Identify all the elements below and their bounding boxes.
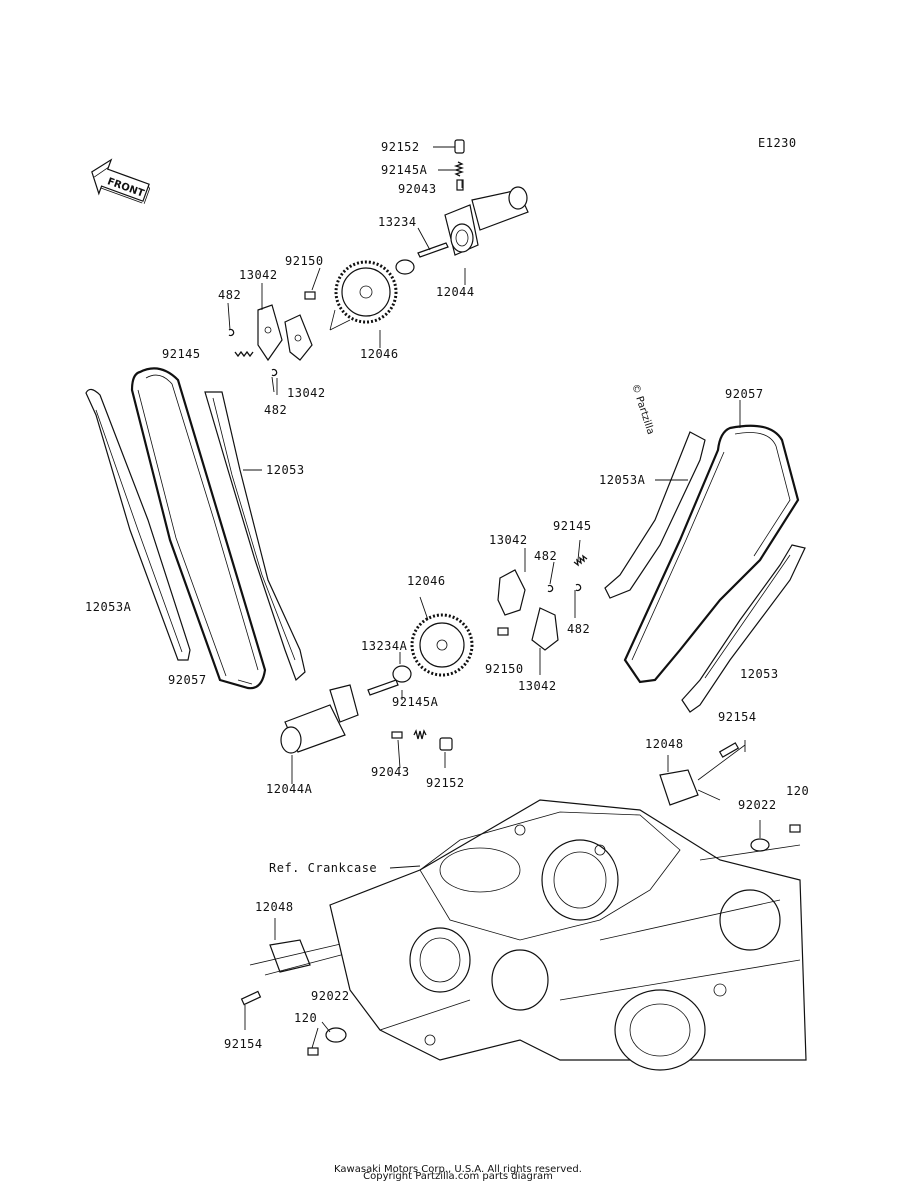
label-13042-mid: 13042 bbox=[287, 386, 326, 400]
label-12044: 12044 bbox=[436, 285, 475, 299]
label-13234A: 13234A bbox=[361, 639, 408, 653]
footer-line-1: Kawasaki Motors Corp., U.S.A. All rights… bbox=[334, 1164, 582, 1175]
part-120-bolt-left bbox=[307, 1047, 319, 1056]
part-92057-chain-left bbox=[130, 367, 267, 690]
part-92150-bolt-top bbox=[304, 291, 316, 300]
part-92145-spring-left bbox=[234, 350, 254, 358]
part-92043-plunger-bot bbox=[391, 731, 403, 739]
part-13042-weight-right-bot bbox=[531, 607, 559, 651]
label-92057-left: 92057 bbox=[168, 673, 207, 687]
label-92154-left: 92154 bbox=[224, 1037, 263, 1051]
tensioner-right bbox=[659, 742, 801, 852]
label-92145A-top: 92145A bbox=[381, 163, 428, 177]
watermark: © Partzilla bbox=[629, 383, 656, 436]
part-13042-weight-right-top bbox=[497, 569, 526, 616]
label-12046-top: 12046 bbox=[360, 347, 399, 361]
part-12053-guide-left bbox=[204, 391, 306, 682]
label-12053A-left: 12053A bbox=[85, 600, 132, 614]
label-92057-right: 92057 bbox=[725, 387, 764, 401]
label-92022-left: 92022 bbox=[311, 989, 350, 1003]
part-92152-cap-bot bbox=[439, 737, 453, 751]
label-13042-right-top: 13042 bbox=[489, 533, 528, 547]
label-12053-left: 12053 bbox=[266, 463, 305, 477]
part-92145-spring-right bbox=[573, 554, 588, 567]
part-482-clip-mid bbox=[271, 368, 278, 377]
label-92152-top: 92152 bbox=[381, 140, 420, 154]
crankcase-block bbox=[329, 799, 807, 1071]
label-92043-top: 92043 bbox=[398, 182, 437, 196]
part-13234A-shaft bbox=[367, 679, 399, 696]
mid-cam-assembly bbox=[280, 554, 588, 754]
part-92022-gasket-left bbox=[325, 1027, 347, 1043]
label-12044A: 12044A bbox=[266, 782, 313, 796]
label-482-mid: 482 bbox=[264, 403, 287, 417]
part-92145A-spring-mid bbox=[413, 729, 427, 740]
label-92145A-mid: 92145A bbox=[392, 695, 439, 709]
label-92150-mid: 92150 bbox=[485, 662, 524, 676]
label-120-right: 120 bbox=[786, 784, 809, 798]
label-92152-bot: 92152 bbox=[426, 776, 465, 790]
footer-line-2: Copyright Partzilla.com parts diagram bbox=[363, 1171, 553, 1182]
label-482-right-top: 482 bbox=[534, 549, 557, 563]
label-12048-left: 12048 bbox=[255, 900, 294, 914]
part-12053A-guide-left bbox=[85, 388, 191, 661]
front-arrow-icon: FRONT bbox=[91, 158, 151, 204]
part-92152-cap-top bbox=[454, 139, 465, 154]
part-13234-shaft bbox=[417, 242, 449, 258]
left-chain-guides bbox=[85, 367, 306, 690]
label-92150-top: 92150 bbox=[285, 254, 324, 268]
label-482-right-mid: 482 bbox=[567, 622, 590, 636]
tensioner-left bbox=[240, 939, 361, 1056]
part-92043-plunger-top bbox=[456, 179, 464, 191]
part-12048-tensioner-right bbox=[659, 769, 699, 806]
label-92043-bot: 92043 bbox=[371, 765, 410, 779]
top-cam-assembly bbox=[228, 139, 529, 377]
label-12046-mid: 12046 bbox=[407, 574, 446, 588]
part-92022-gasket-right bbox=[750, 838, 770, 852]
label-92145-right: 92145 bbox=[553, 519, 592, 533]
label-ref-crankcase: Ref. Crankcase bbox=[269, 861, 377, 875]
part-482-clip-top bbox=[228, 328, 235, 337]
label-92022-right: 92022 bbox=[738, 798, 777, 812]
part-92154-bolt-right bbox=[718, 742, 740, 758]
label-12048-right: 12048 bbox=[645, 737, 684, 751]
label-12053-right: 12053 bbox=[740, 667, 779, 681]
label-13042-top: 13042 bbox=[239, 268, 278, 282]
part-92145A-spring-top bbox=[453, 161, 465, 177]
label-92145-left: 92145 bbox=[162, 347, 201, 361]
label-92154-right: 92154 bbox=[718, 710, 757, 724]
part-92150-bolt-mid bbox=[497, 627, 509, 636]
label-12053A-right: 12053A bbox=[599, 473, 646, 487]
right-chain-guides bbox=[604, 424, 806, 713]
label-13042-right-bot: 13042 bbox=[518, 679, 557, 693]
part-482-clip-right-top bbox=[547, 584, 554, 593]
part-120-bolt-right bbox=[789, 824, 801, 833]
part-12053A-guide-right bbox=[604, 431, 706, 599]
diagram-code: E1230 bbox=[758, 136, 797, 150]
part-482-clip-right-mid bbox=[575, 583, 582, 592]
part-92154-bolt-left bbox=[240, 990, 262, 1006]
label-120-left: 120 bbox=[294, 1011, 317, 1025]
label-482-top: 482 bbox=[218, 288, 241, 302]
label-13234: 13234 bbox=[378, 215, 417, 229]
part-12053-guide-right bbox=[681, 544, 806, 713]
part-92057-chain-right bbox=[623, 424, 800, 684]
